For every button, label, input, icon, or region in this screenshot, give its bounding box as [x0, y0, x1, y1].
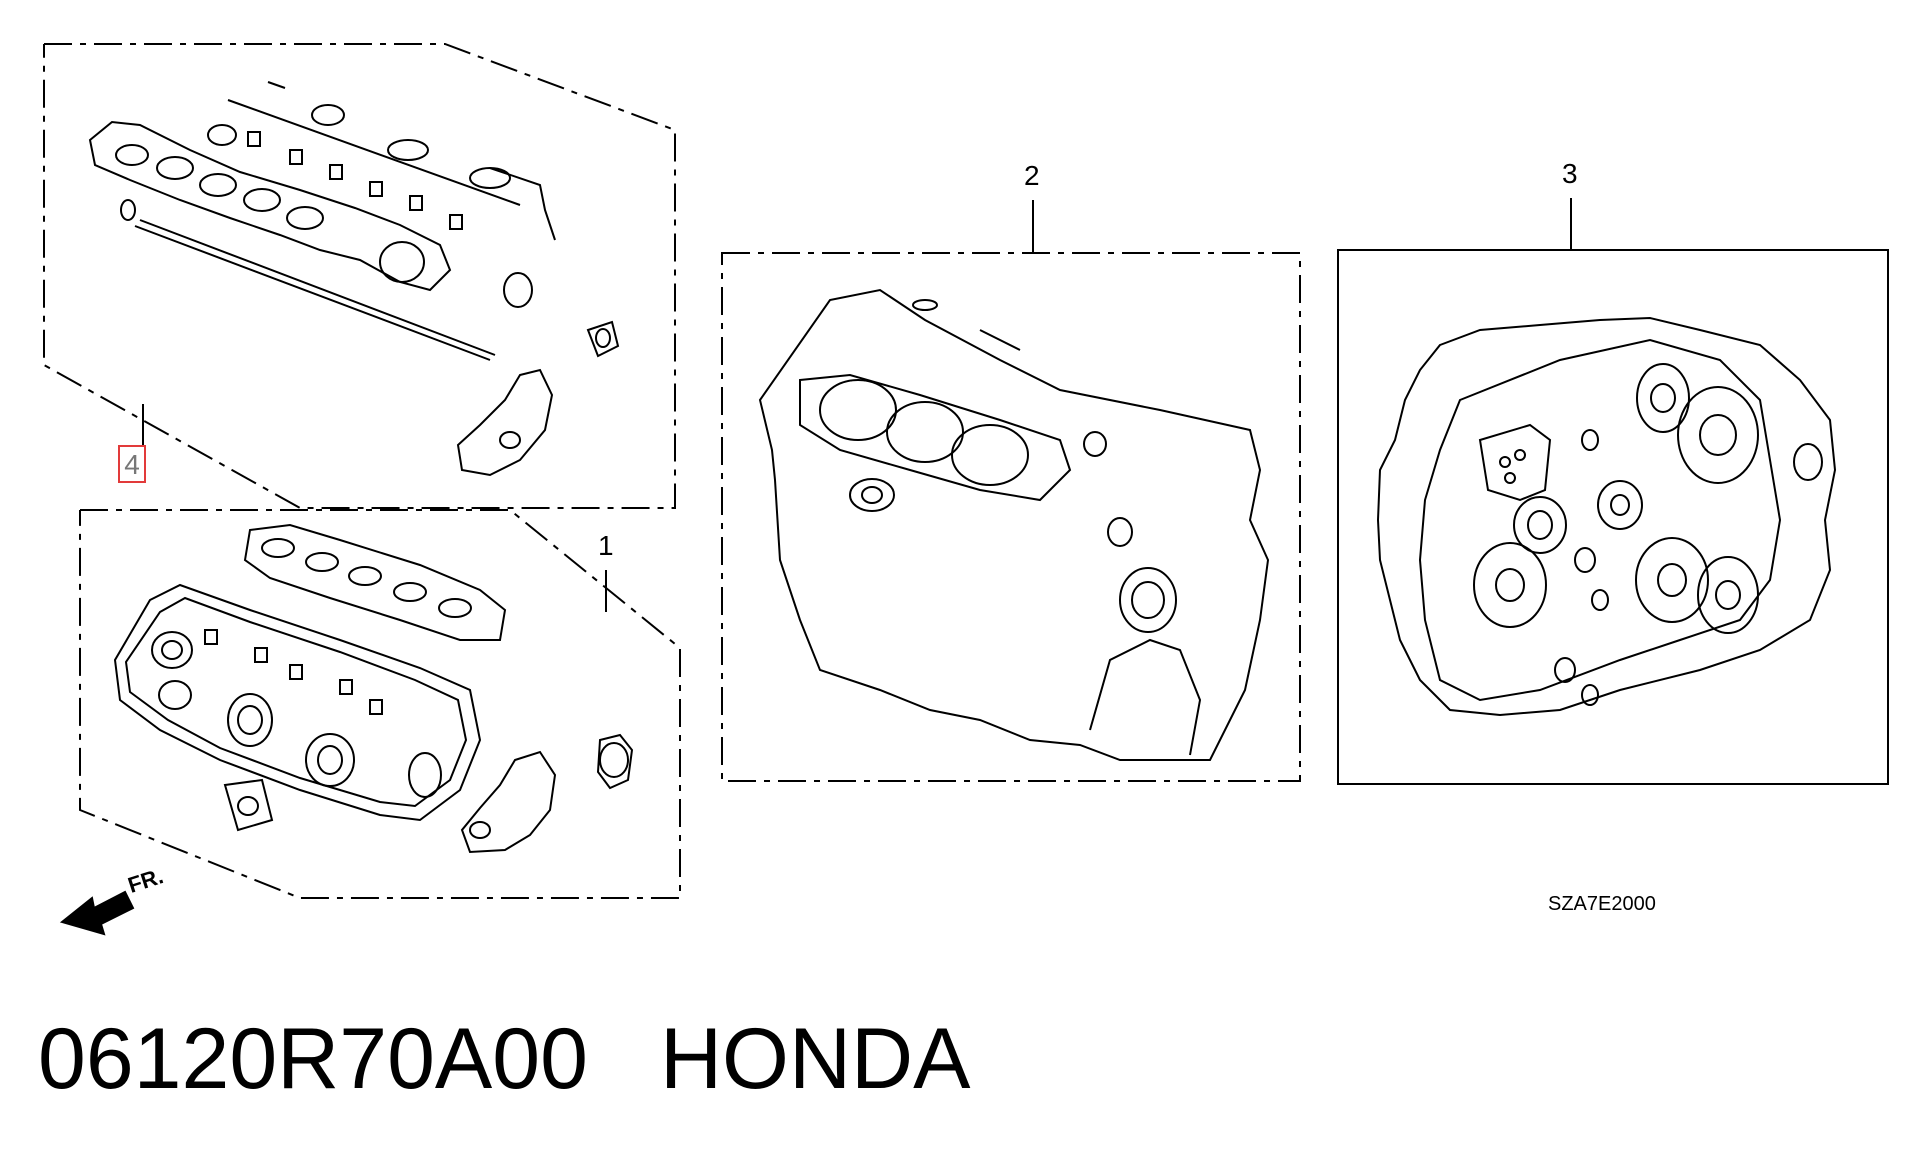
kit-4-frame	[43, 43, 676, 509]
part-number: 06120R70A00	[38, 1011, 588, 1107]
kit-2-frame	[721, 252, 1301, 782]
callout-4-highlighted[interactable]: 4	[118, 445, 146, 483]
callout-1: 1	[598, 530, 614, 561]
kit-1-frame	[79, 509, 681, 899]
kit-3-frame	[1337, 249, 1889, 785]
brand-name: HONDA	[659, 1011, 971, 1107]
part-info: 06120R70A00 HONDA	[38, 1010, 971, 1109]
kit-1-parts	[113, 523, 634, 854]
callout-3: 3	[1562, 158, 1578, 189]
callout-2: 2	[1024, 160, 1040, 191]
kit-2-parts	[758, 288, 1270, 761]
front-direction-arrow	[59, 890, 135, 936]
figure-code: SZA7E2000	[1548, 893, 1656, 915]
kit-4-parts	[88, 81, 620, 477]
kit-3-parts	[1376, 316, 1837, 717]
